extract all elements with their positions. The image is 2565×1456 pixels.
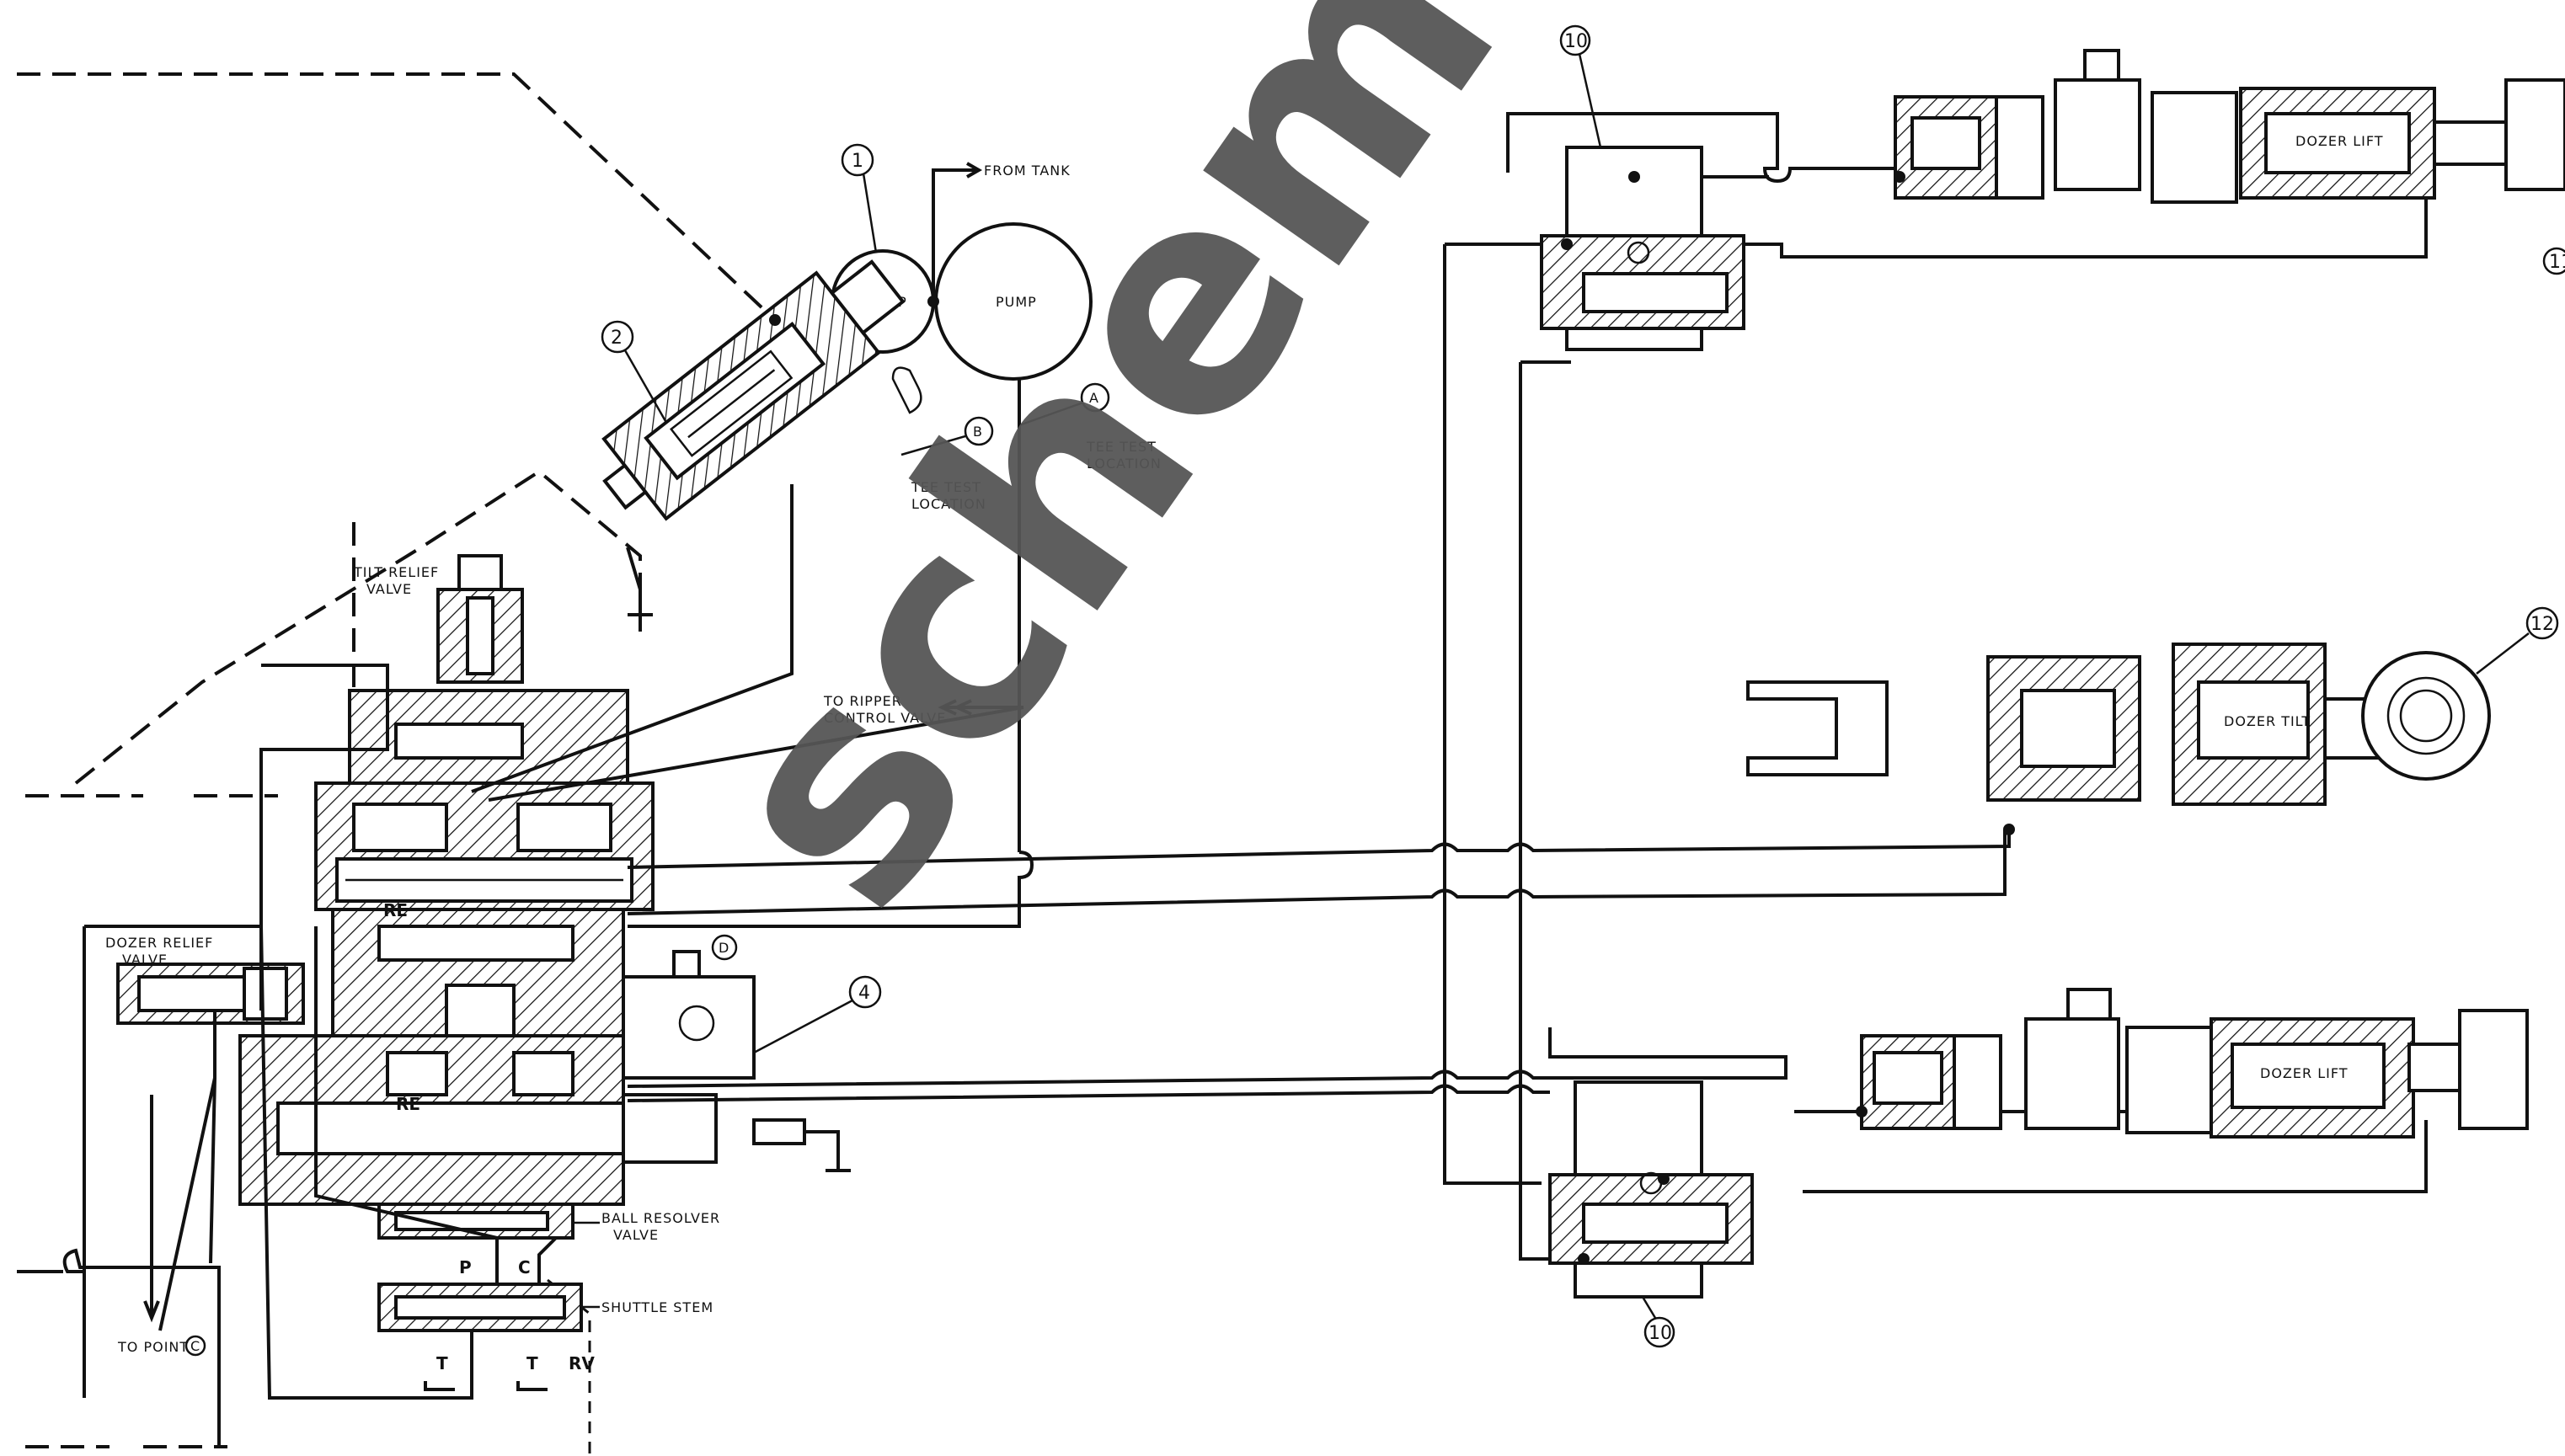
- tee-test-b-label-2: LOCATION: [911, 496, 986, 512]
- callout-12-text: 12: [2530, 614, 2554, 635]
- callout-a-text: A: [1089, 390, 1099, 406]
- dozer-relief-label-1: DOZER RELIEF: [105, 935, 213, 951]
- tilt-relief-label-2: VALVE: [366, 581, 412, 597]
- to-point-label: TO POINT: [117, 1339, 189, 1355]
- callout-2: [601, 320, 634, 354]
- main-control-valve: TILT RELIEF VALVE DOZER RELIEF VALVE RE …: [105, 554, 882, 1391]
- check-valve-top: 10: [1540, 24, 1745, 351]
- dozer-tilt-cylinder: DOZER TILT 12: [1746, 606, 2559, 835]
- to-ripper-label-2: CONTROL VALVE: [824, 710, 946, 726]
- callout-1-text: 1: [852, 151, 863, 172]
- re-label-upper: RE: [383, 900, 408, 920]
- dozer-lift-cylinder-top: DOZER LIFT 11: [1894, 49, 2565, 275]
- dozer-relief-label-2: VALVE: [122, 952, 168, 968]
- callout-4-text: 4: [858, 983, 870, 1004]
- dozer-lift-cylinder-bottom: DOZER LIFT: [1856, 988, 2529, 1139]
- re-label-lower: RE: [396, 1094, 420, 1114]
- ball-resolver-label-1: BALL RESOLVER: [601, 1210, 720, 1226]
- ball-resolver-label-2: VALVE: [613, 1227, 659, 1243]
- callout-10-top-text: 10: [1564, 31, 1588, 52]
- check-valve-bottom: 10: [1548, 1080, 1754, 1348]
- callout-1: [841, 143, 874, 177]
- to-ripper-arrow: TO RIPPER CONTROL VALVE: [823, 693, 1023, 726]
- from-tank-label: FROM TANK: [984, 163, 1071, 179]
- shuttle-stem-label: SHUTTLE STEM: [601, 1299, 713, 1315]
- callout-2-text: 2: [611, 328, 623, 349]
- port-rv-label: RV: [569, 1353, 595, 1373]
- dozer-tilt-label: DOZER TILT: [2224, 713, 2311, 729]
- return-loop: [891, 366, 922, 414]
- callout-11-text: 11: [2549, 252, 2565, 273]
- callout-10-bottom-text: 10: [1649, 1323, 1672, 1344]
- callout-b-text: B: [973, 424, 983, 440]
- tee-test-a-label-2: LOCATION: [1087, 456, 1162, 472]
- dozer-lift-bottom-label: DOZER LIFT: [2260, 1065, 2349, 1081]
- to-ripper-label-1: TO RIPPER: [823, 693, 902, 709]
- main-relief-valve: [601, 259, 906, 521]
- dozer-lift-top-label: DOZER LIFT: [2295, 133, 2384, 149]
- port-c-label: C: [518, 1257, 531, 1277]
- tilt-relief-label-1: TILT RELIEF: [353, 564, 439, 580]
- tee-test-a-label-1: TEE TEST: [1086, 439, 1157, 455]
- port-t1-label: T: [436, 1353, 448, 1373]
- pump-2-label: PUMP: [996, 294, 1037, 310]
- port-t2-label: T: [526, 1353, 538, 1373]
- callout-d-text: D: [719, 940, 729, 956]
- drain-symbol-relief: [626, 547, 653, 616]
- tee-test-b-label-1: TEE TEST: [911, 479, 981, 495]
- tee-test-b: B TEE TEST LOCATION: [900, 416, 994, 512]
- point-c-circle: [184, 1335, 206, 1357]
- point-c-text: C: [190, 1338, 200, 1354]
- watermark-text: schematic: [645, 0, 1927, 968]
- tee-test-a: A TEE TEST LOCATION: [1018, 382, 1162, 472]
- port-p-label: P: [459, 1257, 472, 1277]
